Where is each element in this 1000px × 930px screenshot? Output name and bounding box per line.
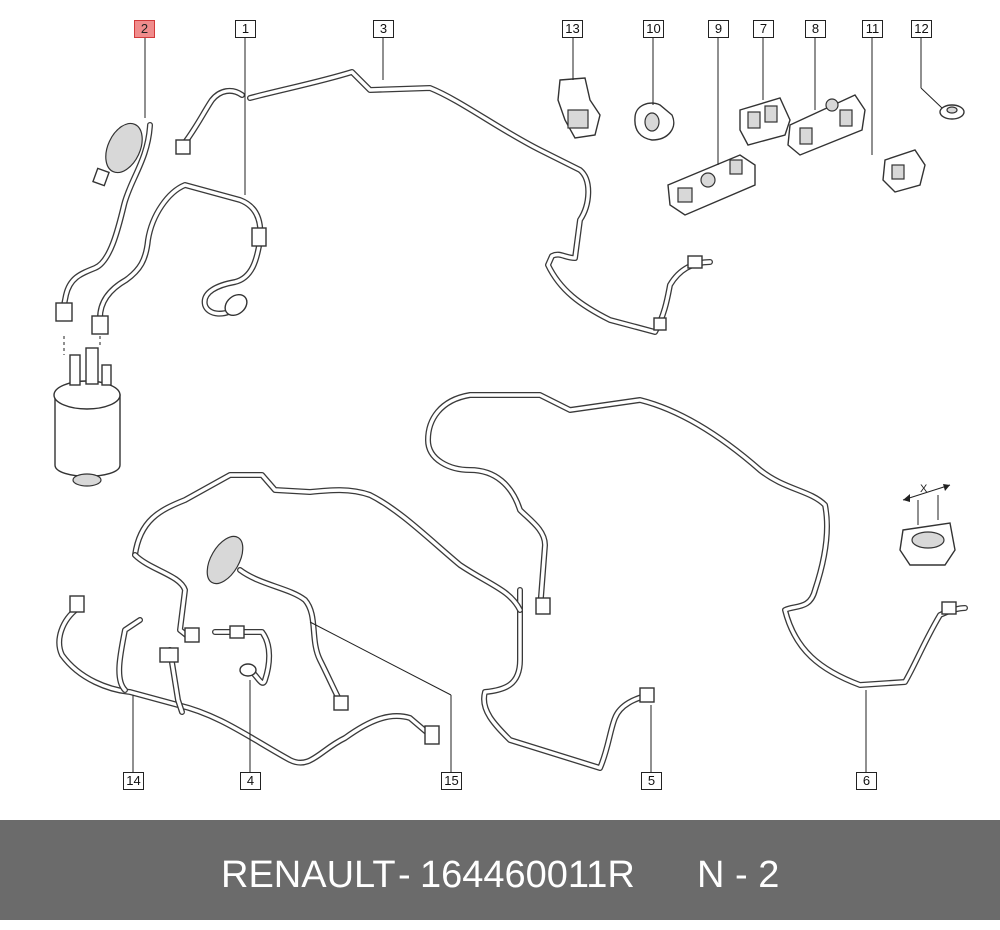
part-2-return-hose[interactable]: [55, 118, 153, 322]
callout-9[interactable]: 9: [708, 20, 729, 38]
callout-6[interactable]: 6: [856, 772, 877, 790]
footer-separator: -: [398, 854, 411, 896]
part-1-supply-pipe[interactable]: [91, 87, 267, 335]
footer-brand: RENAULT: [221, 854, 396, 896]
callout-13[interactable]: 13: [562, 20, 583, 38]
diagram-canvas: .pipe{fill:none;stroke:#3a3a3a;stroke-wi…: [53, 38, 968, 772]
leader-lines: [132, 38, 943, 772]
fuel-filter-canister[interactable]: [53, 336, 121, 487]
parts-diagram: .pipe{fill:none;stroke:#3a3a3a;stroke-wi…: [53, 20, 968, 790]
part-9-clip[interactable]: [667, 154, 756, 216]
callout-8[interactable]: 8: [805, 20, 826, 38]
part-14-hose[interactable]: [56, 595, 440, 766]
part-5-pipe[interactable]: [481, 587, 655, 771]
callout-3[interactable]: 3: [373, 20, 394, 38]
footer-position-label: N - 2: [697, 854, 780, 896]
footer-part-number: 164460011R: [420, 854, 635, 896]
part-11-clip[interactable]: [882, 149, 926, 193]
dimension-x-label: X: [920, 483, 928, 495]
part-4-pipe[interactable]: [212, 625, 273, 686]
callout-12[interactable]: 12: [911, 20, 932, 38]
callout-10[interactable]: 10: [643, 20, 664, 38]
part-12-nut[interactable]: [939, 104, 965, 120]
footer-bar: RENAULT - 164460011R N - 2: [0, 820, 1000, 920]
part-13-clip[interactable]: [557, 77, 601, 139]
callout-1[interactable]: 1: [235, 20, 256, 38]
part-7-clip[interactable]: [739, 97, 791, 146]
callout-4[interactable]: 4: [240, 772, 261, 790]
hose-connector: [55, 302, 73, 322]
callout-14[interactable]: 14: [123, 772, 144, 790]
part-3-upper-pipe[interactable]: [247, 69, 713, 335]
callout-11[interactable]: 11: [862, 20, 883, 38]
part-6-right-pipe[interactable]: [425, 392, 968, 688]
part-10-clip[interactable]: [634, 102, 675, 141]
callout-7[interactable]: 7: [753, 20, 774, 38]
callout-2[interactable]: 2: [134, 20, 155, 38]
callout-5[interactable]: 5: [641, 772, 662, 790]
callout-15[interactable]: 15: [441, 772, 462, 790]
part-15-hose-assembly[interactable]: [132, 472, 523, 711]
dimension-detail: X: [899, 483, 956, 566]
part-8-clip[interactable]: [787, 94, 866, 156]
filter-body: [105, 122, 143, 174]
